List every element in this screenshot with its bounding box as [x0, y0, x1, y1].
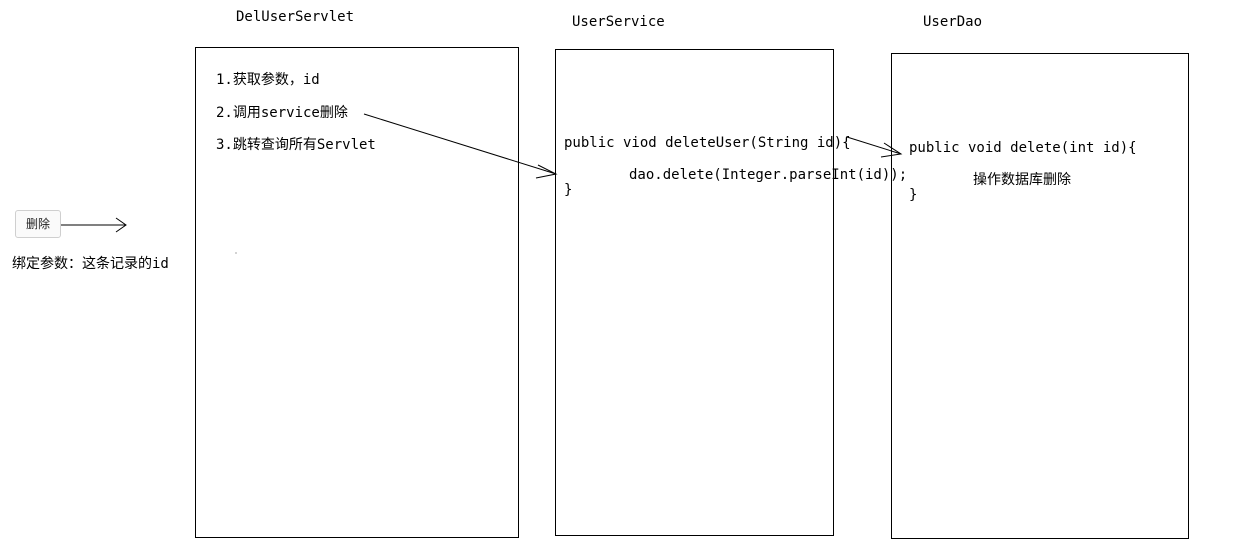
servlet-step-2: 2.调用service删除: [216, 105, 348, 121]
dao-title: UserDao: [923, 14, 983, 30]
delete-button[interactable]: 删除: [15, 210, 61, 238]
dao-box: [891, 53, 1189, 539]
dao-code-close: }: [909, 187, 918, 203]
servlet-title: DelUserServlet: [236, 9, 355, 25]
service-title: UserService: [572, 14, 665, 30]
servlet-step-1: 1.获取参数，id: [216, 72, 320, 88]
delete-button-caption: 绑定参数：这条记录的id: [12, 256, 169, 272]
service-box: [555, 49, 834, 536]
service-code-body: dao.delete(Integer.parseInt(id));: [629, 167, 908, 183]
service-code-signature: public viod deleteUser(String id){: [564, 135, 851, 151]
service-code-close: }: [564, 182, 573, 198]
servlet-step-3: 3.跳转查询所有Servlet: [216, 137, 376, 153]
dao-code-signature: public void delete(int id){: [909, 140, 1137, 156]
dao-code-body: 操作数据库删除: [973, 172, 1071, 188]
button-to-servlet-arrow: [61, 217, 127, 233]
